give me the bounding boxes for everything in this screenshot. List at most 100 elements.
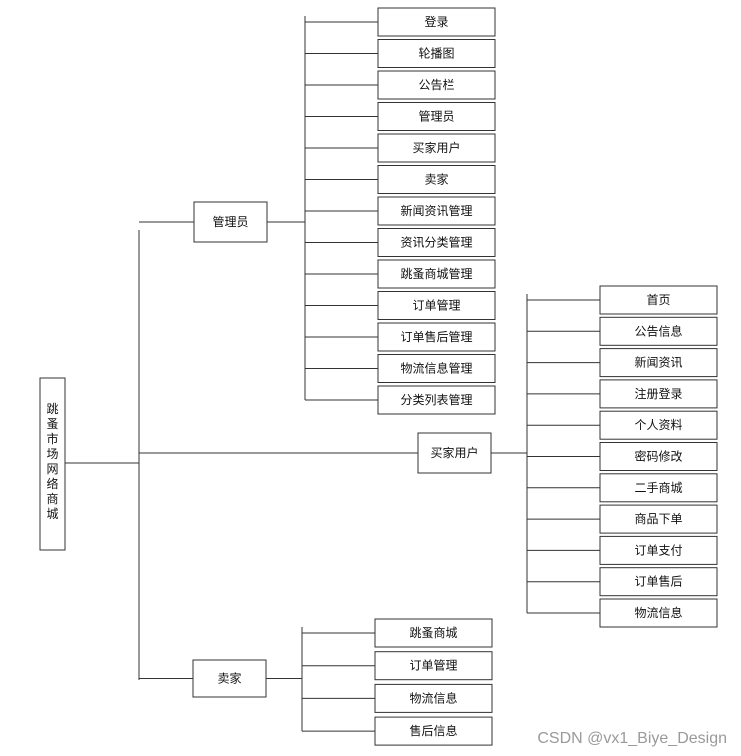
item-node-box [599, 410, 718, 440]
item-node-box [599, 348, 718, 378]
root-label-char: 络 [46, 476, 58, 491]
item-node-label: 商品下单 [634, 511, 682, 526]
item-node-label: 物流信息 [634, 605, 682, 620]
item-node-label: 密码修改 [634, 449, 682, 464]
item-node-box [599, 598, 718, 628]
item-node-label: 卖家 [424, 172, 448, 187]
item-node: 商品下单 [599, 504, 718, 534]
item-node: 密码修改 [599, 442, 718, 471]
branch-node-label: 卖家 [217, 671, 241, 686]
item-node-label: 跳蚤商城管理 [400, 266, 472, 281]
item-node: 订单售后管理 [377, 322, 496, 352]
item-node: 登录 [377, 7, 496, 37]
root-label-char: 网 [46, 462, 58, 476]
item-node-label: 新闻资讯 [634, 355, 682, 370]
item-node-label: 物流信息管理 [400, 361, 472, 376]
item-node-label: 二手商城 [634, 480, 682, 495]
item-node-label: 分类列表管理 [400, 392, 472, 407]
branch-node: 管理员 [193, 201, 268, 243]
branch-node-box [417, 432, 492, 474]
item-node-box [377, 259, 496, 289]
item-node-box [377, 70, 496, 100]
item-node: 跳蚤商城 [374, 618, 493, 648]
item-node: 首页 [599, 285, 718, 315]
branch-node-box [192, 659, 267, 698]
item-node-label: 订单售后 [634, 574, 682, 589]
root-label: 跳蚤市场网络商城 [46, 402, 58, 521]
root-label-char: 蚤 [46, 417, 58, 431]
item-node-box [599, 316, 718, 346]
item-node-box [377, 196, 496, 226]
item-node: 二手商城 [599, 473, 718, 503]
item-node-box [377, 165, 496, 194]
item-node: 资讯分类管理 [377, 228, 496, 257]
item-node: 新闻资讯 [599, 348, 718, 378]
item-node-box [377, 39, 496, 68]
item-node-box [599, 379, 718, 409]
root-label-char: 场 [46, 447, 58, 461]
branch-node: 卖家 [192, 659, 267, 698]
item-node-label: 公告信息 [634, 323, 682, 338]
branch-node-label: 管理员 [212, 214, 248, 229]
item-node-label: 注册登录 [634, 386, 682, 401]
item-node-label: 跳蚤商城 [409, 625, 457, 640]
item-node-box [377, 291, 496, 320]
item-node-box [377, 133, 496, 163]
item-node: 订单售后 [599, 567, 718, 597]
item-node: 公告信息 [599, 316, 718, 346]
item-node-box [374, 651, 493, 681]
root-node: 跳蚤市场网络商城 [39, 377, 66, 551]
root-label-char: 商 [46, 491, 58, 506]
root-label-char: 市 [46, 431, 58, 446]
item-node: 轮播图 [377, 39, 496, 68]
item-node-label: 管理员 [418, 109, 454, 124]
item-node: 物流信息管理 [377, 354, 496, 383]
root-label-char: 跳 [46, 402, 58, 416]
item-node: 分类列表管理 [377, 385, 496, 415]
item-node-box [599, 504, 718, 534]
item-node-box [599, 535, 718, 565]
item-node-box [599, 567, 718, 597]
item-node-label: 订单管理 [412, 298, 460, 313]
item-node-label: 订单支付 [634, 543, 682, 557]
item-node-label: 物流信息 [409, 690, 457, 705]
item-node: 新闻资讯管理 [377, 196, 496, 226]
item-node-label: 买家用户 [412, 140, 460, 155]
item-node: 跳蚤商城管理 [377, 259, 496, 289]
item-node-label: 公告栏 [418, 77, 454, 92]
item-node: 买家用户 [377, 133, 496, 163]
item-node-label: 订单管理 [409, 658, 457, 673]
item-node-box [377, 7, 496, 37]
item-node: 售后信息 [374, 716, 493, 746]
item-node: 物流信息 [374, 683, 493, 713]
item-node-label: 登录 [424, 14, 448, 29]
item-node: 注册登录 [599, 379, 718, 409]
item-node-label: 新闻资讯管理 [400, 203, 472, 218]
item-node-box [599, 473, 718, 503]
root-label-char: 城 [46, 507, 58, 521]
branch-node: 买家用户 [417, 432, 492, 474]
item-node: 卖家 [377, 165, 496, 194]
item-node-label: 售后信息 [409, 723, 457, 738]
item-node-label: 轮播图 [418, 47, 454, 61]
item-node: 订单支付 [599, 535, 718, 565]
item-node-label: 订单售后管理 [400, 329, 472, 344]
item-node-box [377, 102, 496, 131]
branch-node-box [193, 201, 268, 243]
item-node-box [374, 618, 493, 648]
item-node: 管理员 [377, 102, 496, 131]
item-node: 公告栏 [377, 70, 496, 100]
item-node: 物流信息 [599, 598, 718, 628]
item-node-box [374, 716, 493, 746]
item-node-box [377, 228, 496, 257]
item-node: 订单管理 [374, 651, 493, 681]
child-nodes: 登录轮播图公告栏管理员买家用户卖家新闻资讯管理资讯分类管理跳蚤商城管理订单管理订… [192, 7, 718, 746]
connector-lines [65, 16, 600, 732]
item-node: 个人资料 [599, 410, 718, 440]
item-node-box [374, 683, 493, 713]
item-node-label: 资讯分类管理 [400, 235, 472, 250]
item-node-label: 个人资料 [634, 418, 682, 432]
branch-node-label: 买家用户 [430, 445, 478, 460]
item-node-label: 首页 [646, 293, 670, 307]
